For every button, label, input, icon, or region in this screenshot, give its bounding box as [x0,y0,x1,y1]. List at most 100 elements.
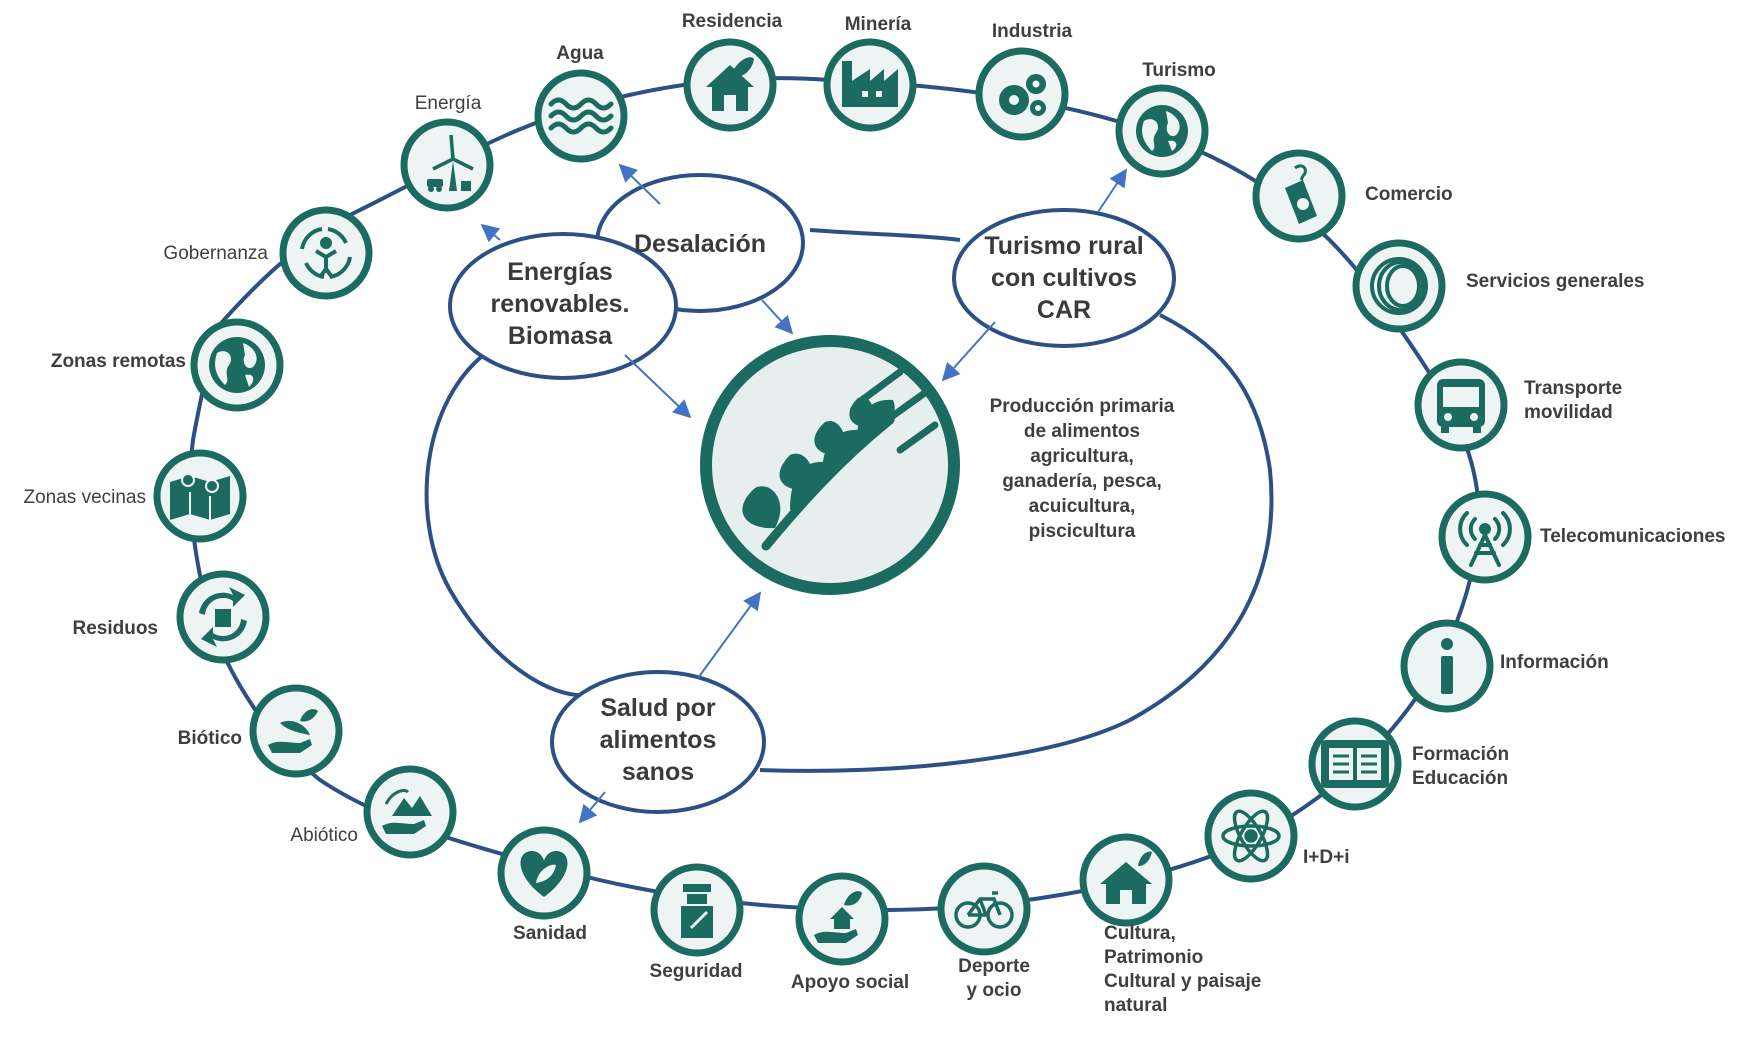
globe-icon [1136,105,1188,157]
label-residuos: Residuos [72,617,158,641]
bubble-energias-line-1: renovables. [490,290,630,318]
central-line-2: agricultura, [1030,446,1134,467]
bubble-turismo-rural-line-1: con cultivos [991,264,1137,292]
sector-disc-gobernanza [280,207,372,299]
sector-disc-comercio [1253,150,1345,242]
bicycle-icon [954,891,1014,929]
sector-disc-agua [535,70,627,162]
sector-label-text: movilidad [1524,402,1613,423]
map-pins-icon [170,473,230,520]
label-sanidad: Sanidad [513,922,587,946]
label-telecom: Telecomunicaciones [1540,525,1726,549]
label-residencia: Residencia [682,10,782,34]
sector-label-text: Energía [414,93,482,114]
label-biotico: Biótico [178,727,242,751]
waves-icon [548,97,614,135]
sector-label-text: I+D+i [1303,847,1350,868]
sector-disc-apoyo [796,873,888,965]
bubble-salud-text: Salud por alimentos sanos [600,692,717,788]
heritage-house-icon [1100,851,1152,904]
bubble-energias-line-0: Energías [507,258,613,286]
sector-label-text: Cultural y paisaje [1104,971,1262,992]
sector-disc-cultura [1080,834,1172,926]
sector-disc-residencia [684,39,776,131]
bus-icon [1437,379,1485,433]
sector-disc-zonas-remotas [191,319,283,411]
sector-label-text: y ocio [966,980,1022,1001]
sector-disc-sanidad [498,827,590,919]
sector-label-text: Cultura, [1104,923,1176,944]
central-line-1: de alimentos [1023,421,1141,442]
sector-label-text: Apoyo social [790,972,910,993]
heart-leaf-icon [520,851,568,897]
label-informacion: Información [1500,651,1609,675]
bubble-salud-line-0: Salud por [600,694,716,722]
sector-disc-biotico [250,685,342,777]
inner-loop [424,228,1274,773]
people-cycle-icon [300,227,352,279]
label-abiotico: Abiótico [290,824,358,848]
bubble-turismo-rural [952,208,1176,348]
sector-label-text: Residuos [72,618,158,639]
label-mineria: Minería [845,13,912,37]
wind-turbine-icon [427,134,474,192]
sector-label-text: Educación [1412,768,1509,789]
label-industria: Industria [992,20,1072,44]
sector-label-text: Deporte [958,956,1030,977]
sector-disc-idi [1205,790,1297,882]
label-comercio: Comercio [1365,183,1453,207]
info-icon [1441,638,1453,694]
sector-label-text: Telecomunicaciones [1540,526,1726,547]
hand-house-icon [814,891,862,943]
label-deporte: Deporte y ocio [958,955,1030,1003]
sector-disc-energia [401,119,493,211]
earth-icon [209,337,265,393]
central-wheat-disc [698,333,962,597]
sector-label-text: Patrimonio [1104,947,1204,968]
sector-disc-seguridad [651,864,743,956]
bubble-desalacion-text: Desalación [634,228,766,260]
bubble-turismo-rural-line-2: CAR [1036,296,1092,324]
bubble-turismo-rural-text: Turismo rural con cultivos CAR [984,230,1143,326]
sector-disc-turismo [1116,85,1208,177]
label-idi: I+D+i [1303,846,1349,870]
eco-house-icon [706,57,754,111]
bubble-energias [448,232,678,380]
sector-label-text: Formación [1412,744,1510,765]
bubble-energias-line-2: Biomasa [507,322,613,350]
sector-label-text: Comercio [1365,184,1453,205]
label-seguridad: Seguridad [650,960,743,984]
sector-label-text: Industria [991,21,1073,42]
sector-label-text: Gobernanza [163,243,268,264]
central-text: Producción primaria de alimentos agricul… [990,394,1175,544]
label-gobernanza: Gobernanza [163,242,268,266]
sector-disc-telecom [1439,491,1531,583]
arrows [480,163,1127,824]
sector-label-text: Residencia [681,11,783,32]
hand-bird-icon [268,709,318,753]
bubble-salud-line-2: sanos [621,758,695,786]
bubble-energias-text: Energías renovables. Biomasa [491,256,630,352]
sector-label-text: Transporte [1524,378,1623,399]
sector-label-text: Seguridad [649,961,743,982]
sector-label-text: Minería [844,14,912,35]
label-turismo: Turismo [1142,59,1216,83]
label-zonas-vecinas: Zonas vecinas [23,486,146,510]
central-line-5: piscicultura [1028,521,1136,542]
sector-label-text: Servicios generales [1466,271,1645,292]
sector-label-text: Agua [556,43,604,64]
book-icon [1321,740,1389,788]
label-zonas-remotas: Zonas remotas [51,350,186,374]
sector-label-text: Abiótico [290,825,358,846]
sector-label-text: Información [1500,652,1609,673]
bubble-salud [550,670,766,814]
sector-disc-abiotico [364,766,456,858]
sector-disc-zonas-vecinas [154,450,246,542]
label-energia: Energía [415,92,482,116]
label-apoyo: Apoyo social [791,971,909,995]
hand-landscape-icon [382,789,432,834]
sector-label-text: Turismo [1142,60,1216,81]
